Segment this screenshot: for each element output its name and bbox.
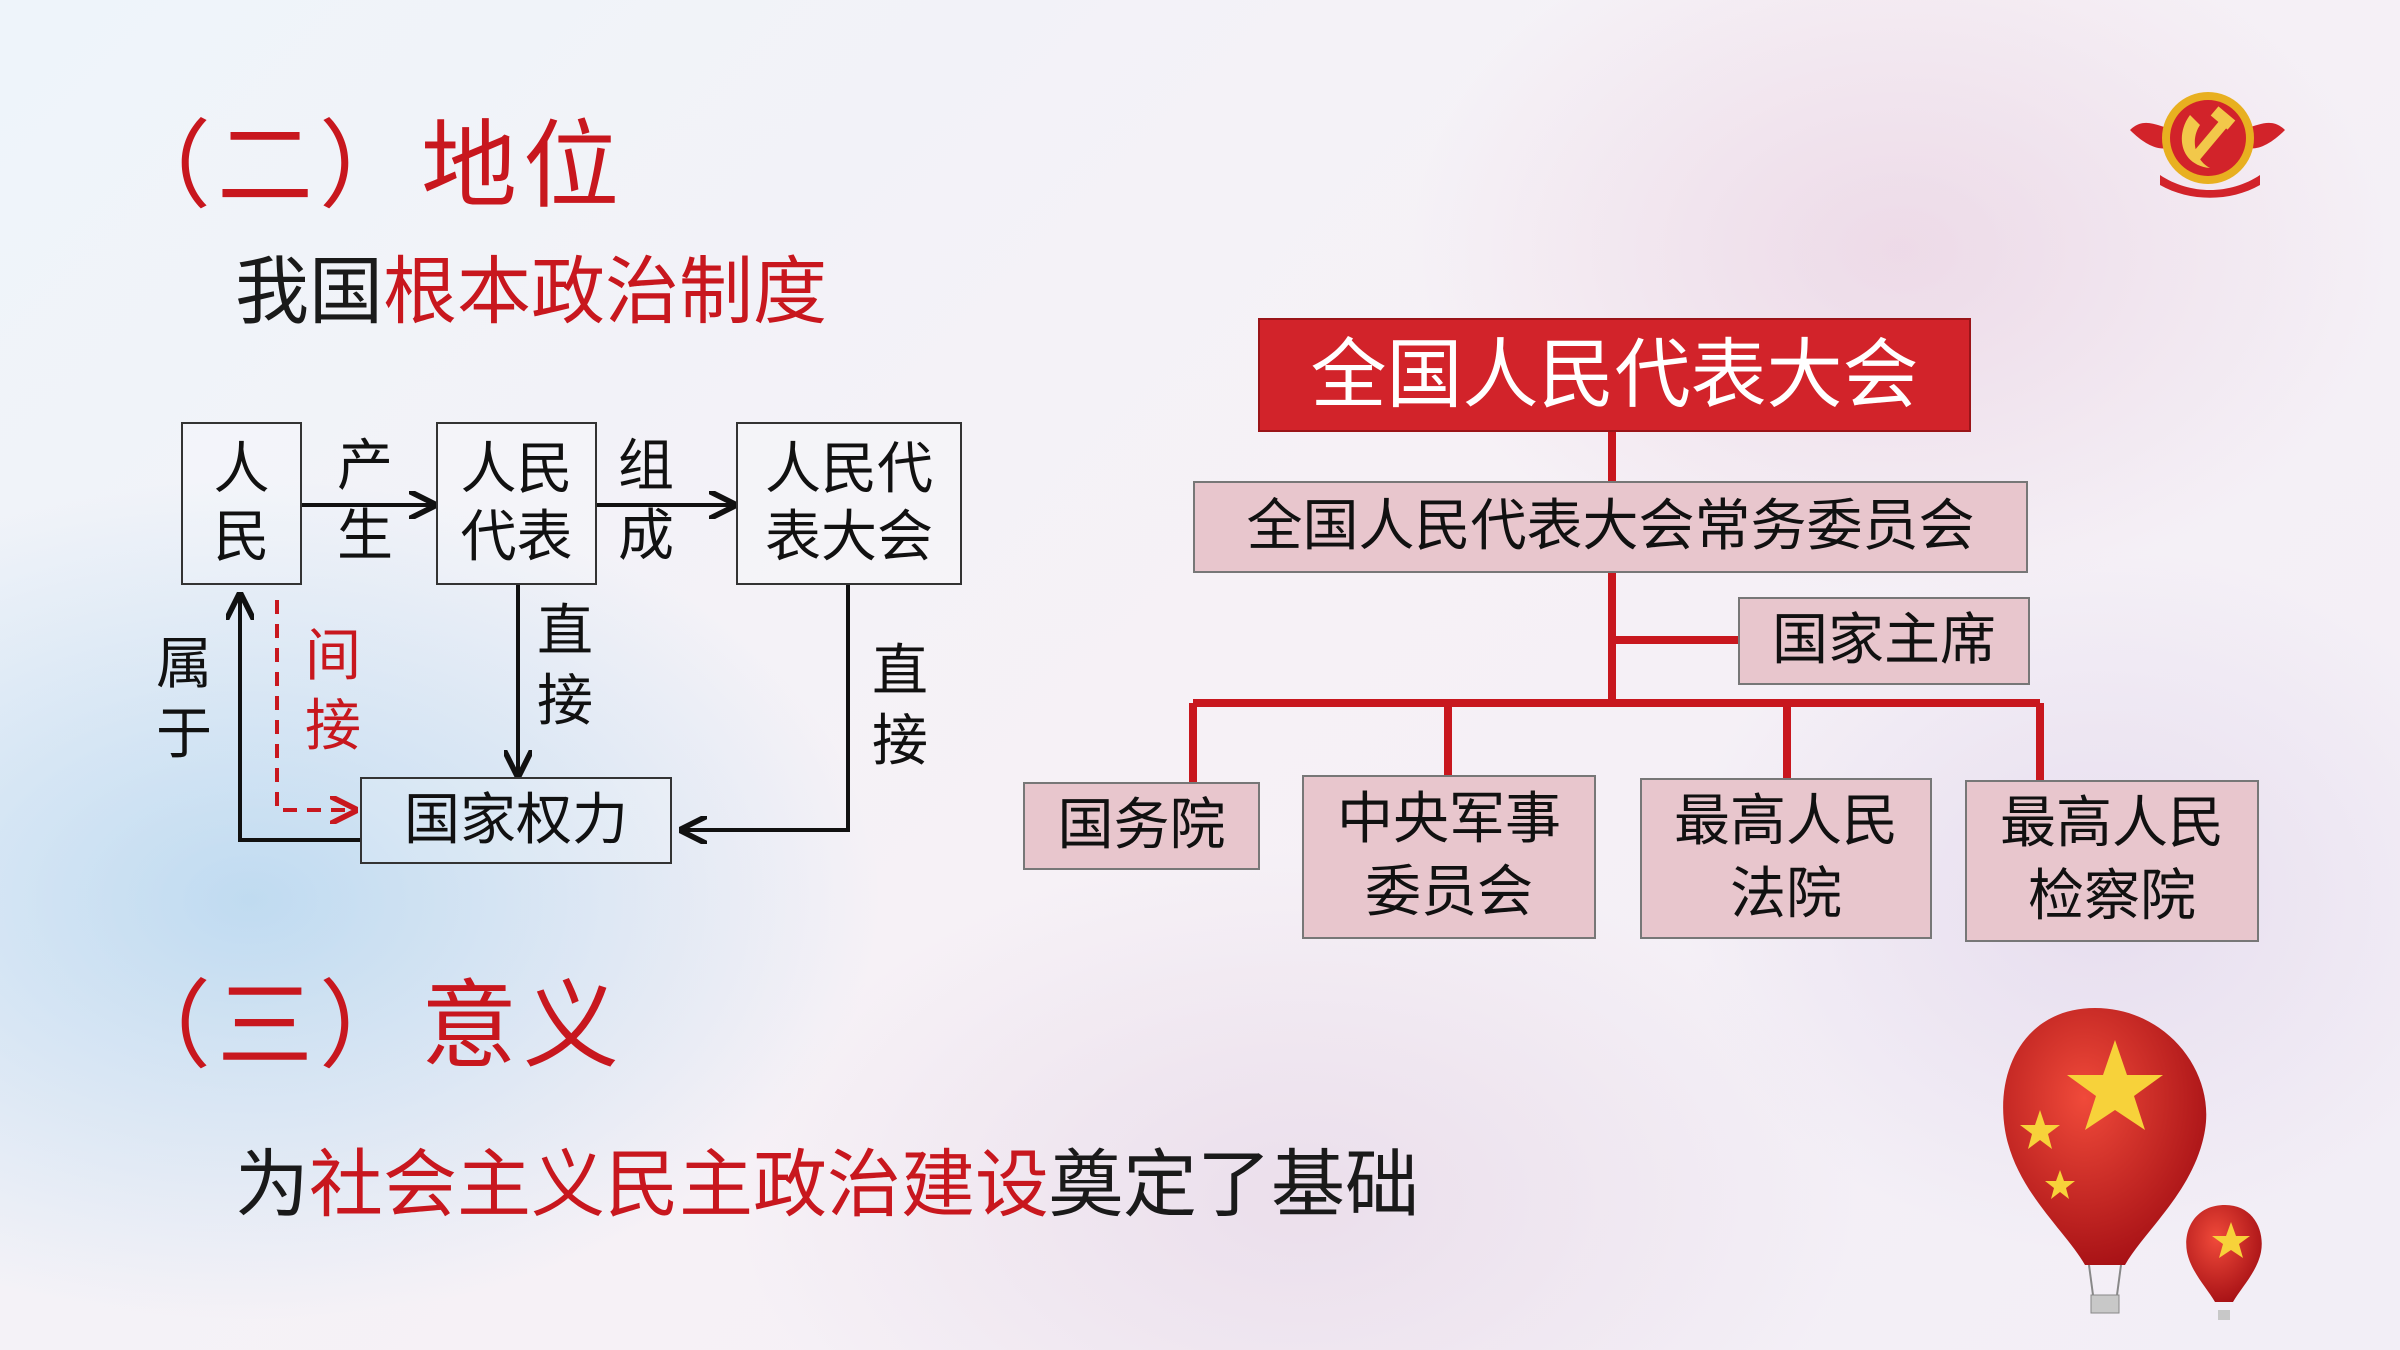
org-president: 国家主席 (1738, 597, 2030, 685)
significance-highlight: 社会主义民主政治建设 (309, 1142, 1049, 1228)
status-highlight: 根本政治制度 (383, 249, 827, 335)
box-state-power: 国家权力 (360, 777, 672, 864)
heading-significance: （三）意义 (115, 970, 625, 1082)
label-produce: 产 生 (337, 434, 393, 569)
label-compose: 组 成 (618, 434, 674, 569)
arrow-direct2 (682, 585, 850, 830)
org-central-military-commission: 中央军事 委员会 (1302, 775, 1596, 939)
hot-air-balloon-icon (2003, 1008, 2262, 1320)
significance-prefix: 为 (235, 1142, 309, 1228)
org-state-council: 国务院 (1023, 782, 1260, 870)
org-supreme-court: 最高人民 法院 (1640, 778, 1932, 939)
org-standing-committee: 全国人民代表大会常务委员会 (1193, 481, 2028, 573)
status-prefix: 我国 (235, 249, 383, 335)
arrow-belong (240, 595, 360, 842)
label-direct1: 直 接 (537, 599, 593, 734)
heading-status: （二）地位 (115, 110, 625, 222)
box-representatives: 人民 代表 (436, 422, 597, 585)
org-supreme-procuratorate: 最高人民 检察院 (1965, 780, 2259, 942)
status-line: 我国根本政治制度 (235, 232, 827, 339)
label-direct2: 直 接 (872, 639, 928, 774)
party-emblem-icon (2130, 92, 2285, 198)
org-npc: 全国人民代表大会 (1258, 318, 1971, 432)
label-indirect: 间 接 (305, 624, 361, 759)
significance-line: 为社会主义民主政治建设奠定了基础 (235, 1125, 1419, 1232)
box-people: 人 民 (181, 422, 302, 585)
label-belong: 属 于 (156, 632, 212, 767)
box-congress: 人民代 表大会 (736, 422, 962, 585)
significance-suffix: 奠定了基础 (1049, 1142, 1419, 1228)
